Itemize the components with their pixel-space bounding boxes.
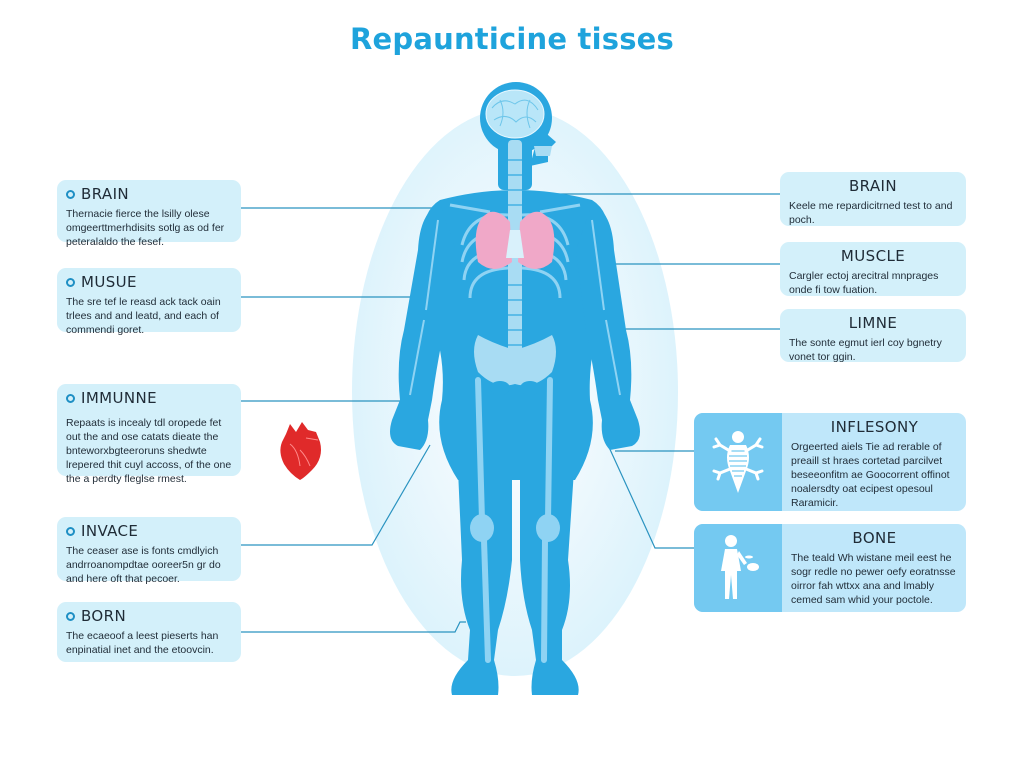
bullet-icon — [66, 611, 75, 621]
left-card-brain: BRAIN Thernacie fierce the lsilly olese … — [57, 180, 241, 248]
icon-pane — [694, 413, 782, 511]
left-card-invace: INVACE The ceaser ase is fonts cmdlyich … — [57, 517, 241, 585]
page-title: Repaunticine tisses — [349, 22, 675, 56]
left-knee — [470, 514, 494, 542]
card-heading: INVACE — [81, 522, 139, 540]
arm-bones — [409, 219, 621, 396]
vertebrae — [508, 159, 522, 361]
card-heading: MUSUE — [81, 273, 137, 291]
pelvis-illustration — [474, 335, 556, 386]
human-figure-icon — [721, 535, 759, 599]
card-text: Cargler ectoj arecitral mnprages onde fi… — [789, 270, 939, 296]
card-heading: BORN — [81, 607, 127, 625]
card-heading: BRAIN — [848, 177, 897, 195]
left-card-born: BORN The ecaeoof a leest pieserts han en… — [57, 602, 241, 662]
bullet-icon — [66, 393, 75, 403]
right-card-limne: LIMNE The sonte egmut ierl coy bgnetry v… — [780, 309, 966, 363]
card-heading: BONE — [852, 529, 897, 547]
bullet-icon — [66, 277, 75, 287]
right-card-bone: BONE The teald Wh wistane meil eest he s… — [694, 524, 966, 612]
card-text: The sre tef le reasd ack tack oain trlee… — [66, 296, 221, 336]
leg-bones — [475, 377, 553, 663]
right-card-inflesony: INFLESONY Orgeerted aiels Tie ad rerable… — [694, 413, 966, 511]
brain-illustration — [485, 89, 545, 139]
lungs-illustration — [475, 211, 555, 269]
card-heading: IMMUNNE — [81, 389, 158, 407]
card-heading: MUSCLE — [840, 247, 906, 265]
right-card-muscle: MUSCLE Cargler ectoj arecitral mnprages … — [780, 242, 966, 296]
card-text: Keele me repardicitrned test to and poch… — [789, 200, 953, 226]
icon-pane — [694, 524, 782, 612]
trachea-illustration — [506, 230, 524, 258]
card-text: The ecaeoof a leest pieserts han enpinat… — [66, 630, 219, 656]
card-text: Thernacie fierce the lsilly olese omgeer… — [66, 208, 225, 248]
card-heading: LIMNE — [848, 314, 898, 332]
card-text: The sonte egmut ierl coy bgnetry vonet t… — [789, 337, 942, 363]
bullet-icon — [66, 526, 75, 536]
card-heading: BRAIN — [81, 185, 130, 203]
card-text: The ceaser ase is fonts cmdlyich andrroa… — [66, 545, 221, 585]
card-heading: INFLESONY — [830, 418, 919, 436]
card-text: Orgeerted aiels Tie ad rerable of preail… — [791, 441, 950, 509]
bullet-icon — [66, 189, 75, 199]
connector-lines — [241, 193, 780, 633]
card-text: Repaats is incealy tdl oropede fet out t… — [66, 417, 232, 485]
spine-ribcage-icon — [712, 431, 764, 493]
card-text: The teald Wh wistane meil eest he sogr r… — [791, 552, 956, 606]
left-card-immune: IMMUNNE Repaats is incealy tdl oropede f… — [57, 384, 241, 485]
heart-icon — [280, 422, 321, 480]
left-card-muscle: MUSUE The sre tef le reasd ack tack oain… — [57, 268, 241, 336]
right-knee — [536, 514, 560, 542]
right-card-brain: BRAIN Keele me repardicitrned test to an… — [780, 172, 966, 226]
